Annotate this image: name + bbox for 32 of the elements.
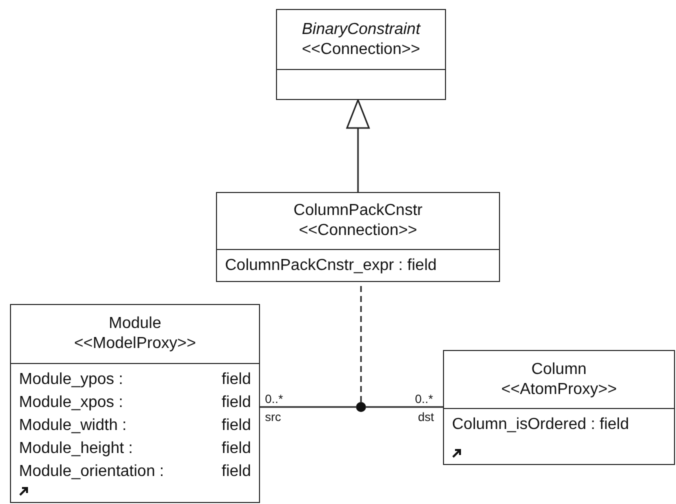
attribute-type: field [222,462,251,482]
class-box [10,304,260,503]
attribute-type: field [222,393,251,413]
attribute: Module_ypos : [19,370,124,390]
association-line [260,406,356,408]
attribute: Module_height : [19,439,134,459]
stereotype: <<AtomProxy>> [501,380,617,400]
attribute-type: field [222,439,251,459]
attribute: Module_width : [19,416,128,436]
generalization-arrow [346,99,370,192]
role-name: src [265,410,281,424]
class-name: BinaryConstraint [302,20,420,40]
association-line [366,406,443,408]
stereotype: <<Connection>> [302,40,420,60]
attribute-type: field [222,416,251,436]
multiplicity: 0..* [265,392,284,406]
stereotype: <<ModelProxy>> [74,334,196,354]
role-name: dst [418,410,434,424]
class-name: Module [108,314,162,334]
attribute-type: field [222,370,251,390]
multiplicity: 0..* [415,392,434,406]
class-box [443,350,675,465]
junction-dot [356,402,366,412]
class-name: Column [531,360,587,380]
class-box [216,192,500,282]
attribute: Module_xpos : [19,393,124,413]
class-name: ColumnPackCnstr [294,201,422,221]
stereotype: <<Connection>> [298,221,418,241]
class-box [276,9,446,100]
attribute: Column_isOrdered : field [452,416,629,433]
attribute: Module_orientation : [19,462,165,482]
attribute: ColumnPackCnstr_expr : field [225,257,437,274]
